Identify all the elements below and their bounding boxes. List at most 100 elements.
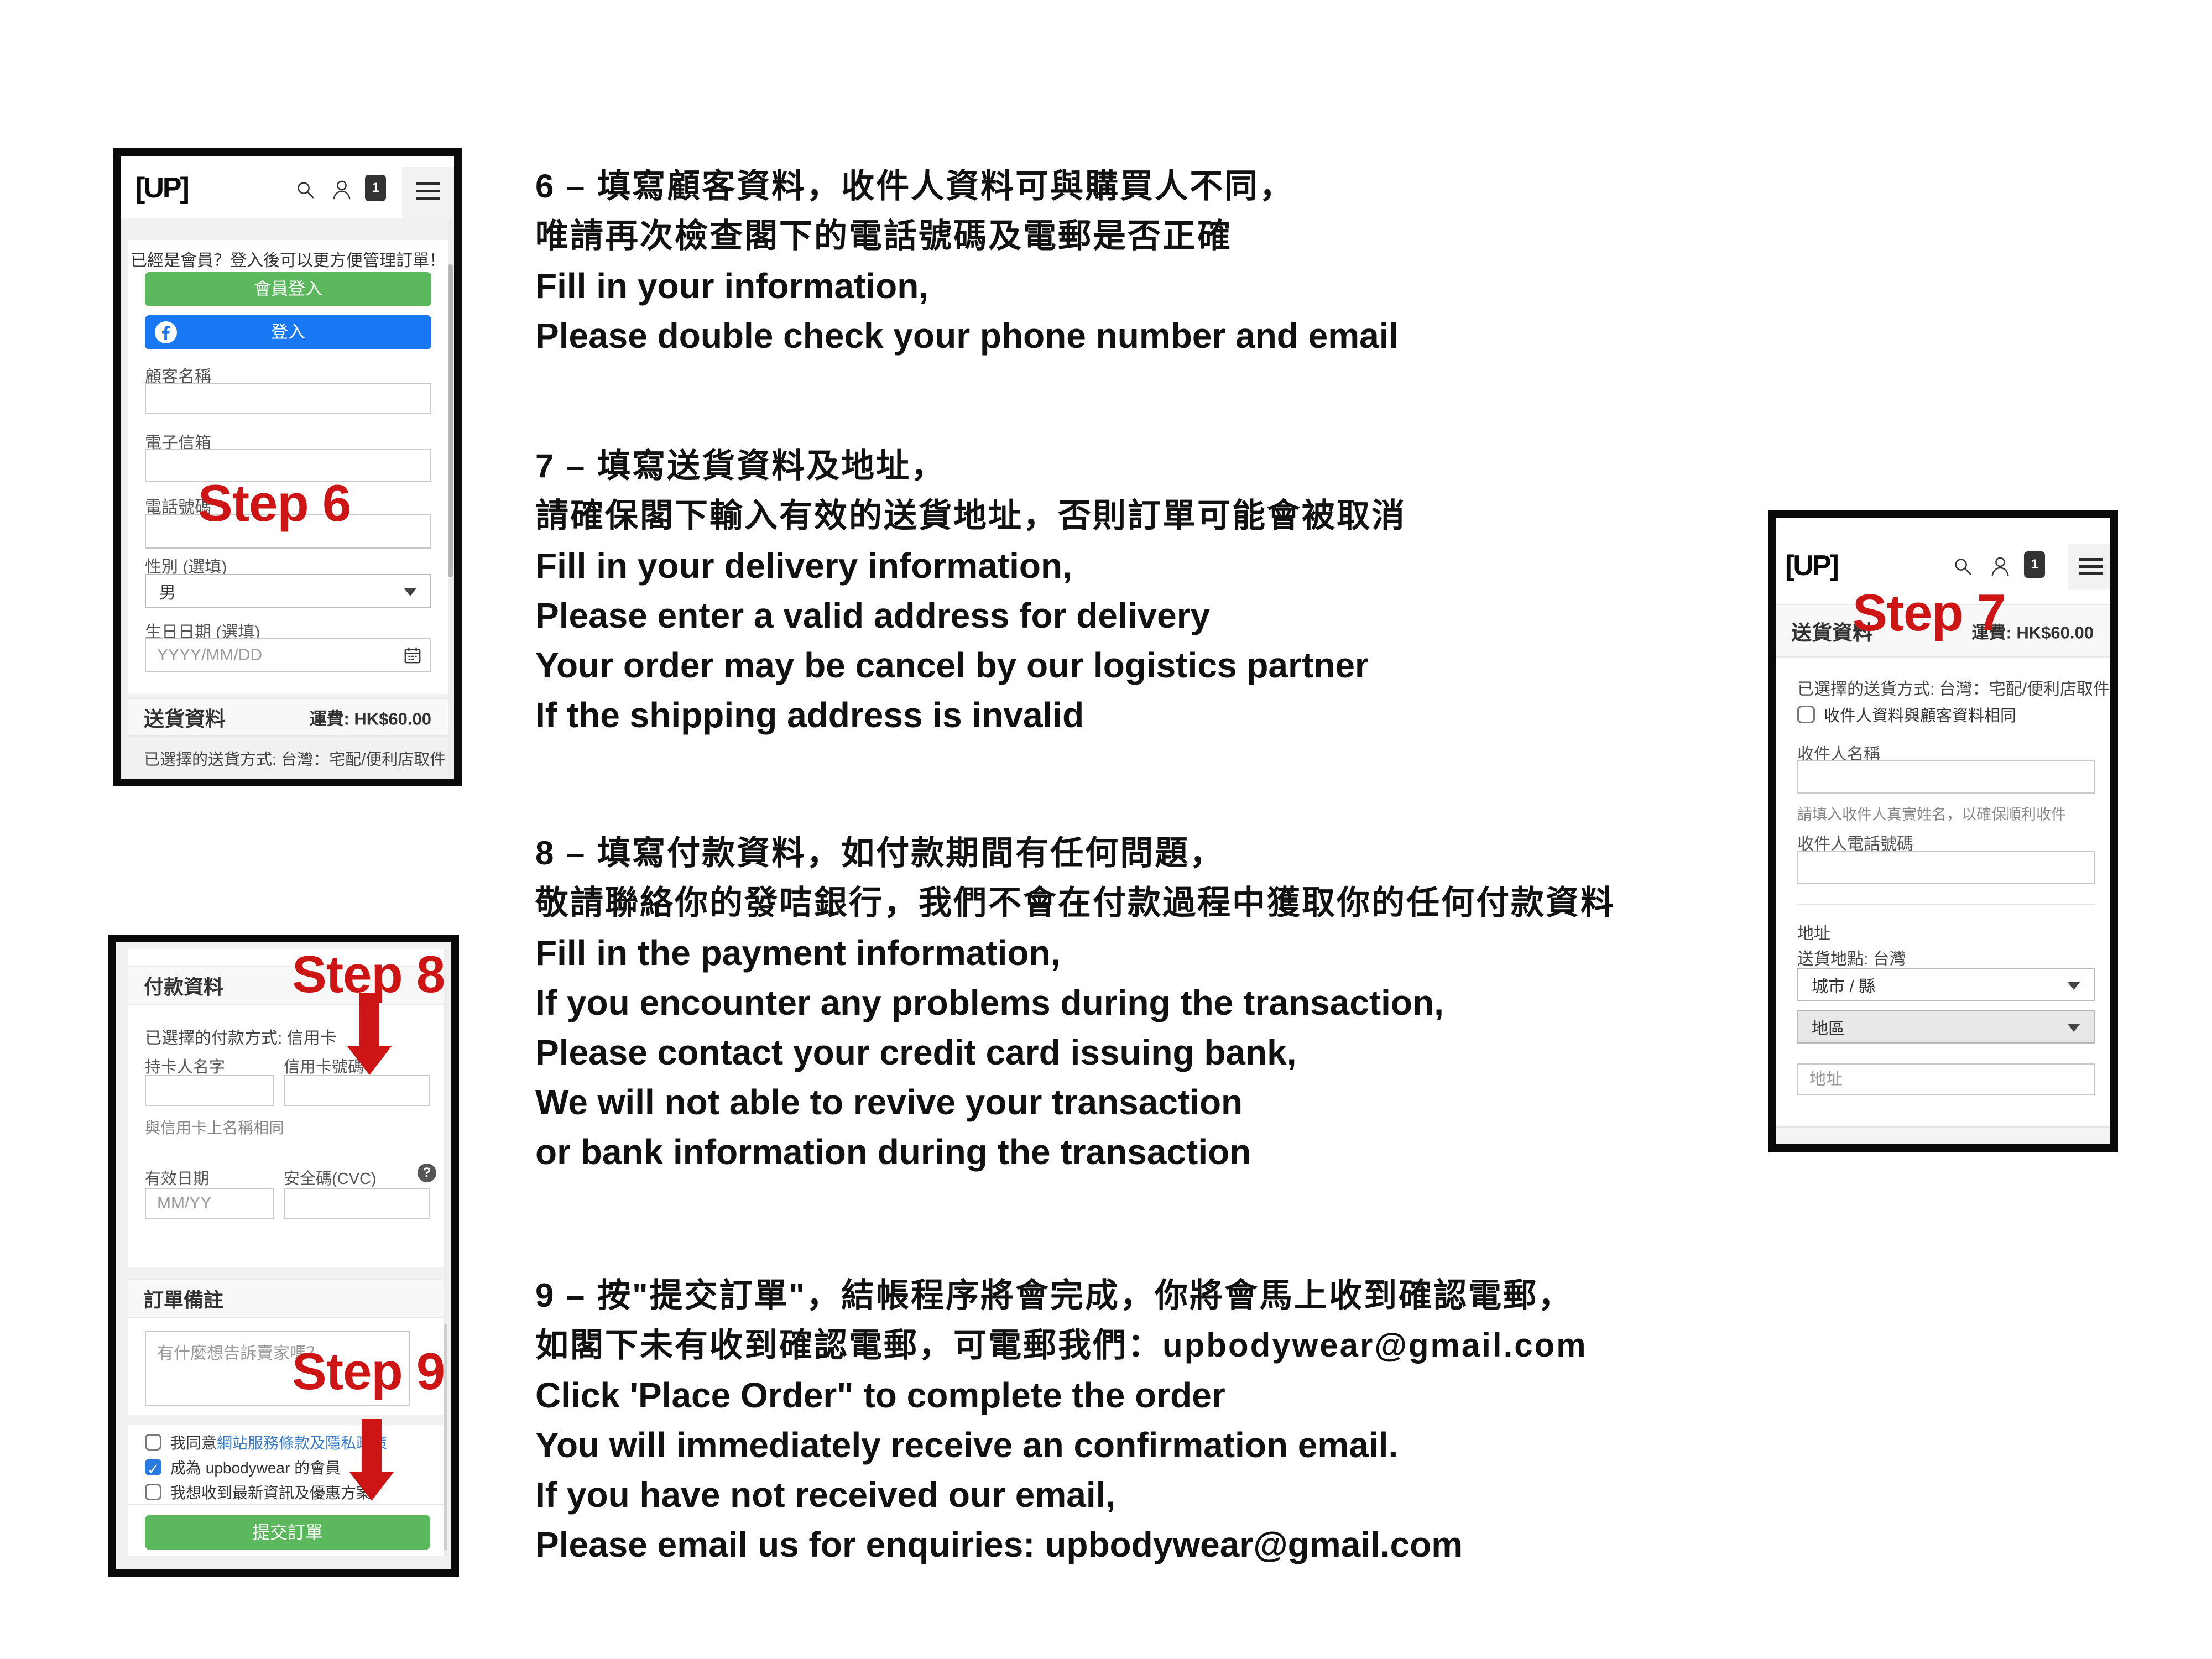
menu-icon[interactable] xyxy=(2079,558,2103,580)
payment-title: 付款資料 xyxy=(144,975,224,998)
delivery-title: 送貨資料 xyxy=(1791,621,1873,644)
payment-section-header: 付款資料 xyxy=(128,966,446,1005)
order-notes-header: 訂單備註 xyxy=(128,1279,446,1318)
become-member-row[interactable]: 成為 upbodywear 的會員 xyxy=(145,1456,341,1478)
instruction-line: Please double check your phone number an… xyxy=(535,316,1399,356)
instruction-line: If you encounter any problems during the… xyxy=(535,983,1444,1022)
shipping-method-line: 已選擇的送貨方式: 台灣：宅配/便利店取件 xyxy=(1797,680,2110,698)
instruction-line: 唯請再次檢查閣下的電話號碼及電郵是否正確 xyxy=(535,217,1232,254)
cvc-input[interactable] xyxy=(284,1188,430,1219)
cvc-label: 安全碼(CVC) xyxy=(284,1170,377,1188)
card-name-input[interactable] xyxy=(145,1075,274,1106)
instruction-line: Click 'Place Order" to complete the orde… xyxy=(535,1375,1225,1415)
agree-prefix: 我同意 xyxy=(170,1434,217,1452)
gender-select[interactable]: 男 xyxy=(145,574,431,608)
expiry-input[interactable] xyxy=(145,1188,274,1219)
shipping-fee: 運費: HK$60.00 xyxy=(1971,623,2094,642)
up-logo[interactable]: [UP] xyxy=(135,172,190,204)
phone-screenshot-step6: [UP] 1 已經是會員？登入後可以更方便管理訂單！ 會員登入 登入 顧客名稱 … xyxy=(113,148,462,786)
chevron-down-icon xyxy=(2067,1024,2080,1032)
expiry-label: 有效日期 xyxy=(145,1170,210,1188)
site-header: [UP] 1 xyxy=(1776,518,2110,590)
email-input[interactable] xyxy=(145,449,431,482)
up-logo[interactable]: [UP] xyxy=(1785,550,1839,582)
site-header: [UP] 1 xyxy=(121,156,454,218)
instruction-line: Fill in your delivery information, xyxy=(535,546,1072,586)
same-as-customer-row[interactable]: 收件人資料與顧客資料相同 xyxy=(1797,703,2016,726)
facebook-icon xyxy=(155,321,177,343)
address-section-label: 地址 xyxy=(1797,925,1830,943)
search-icon[interactable] xyxy=(295,179,316,200)
cart-count-badge: 1 xyxy=(2031,557,2038,572)
place-order-button[interactable]: 提交訂單 xyxy=(145,1515,430,1550)
member-login-button[interactable]: 會員登入 xyxy=(145,272,431,306)
chevron-down-icon xyxy=(404,588,417,596)
menu-button-background xyxy=(402,167,454,218)
instruction-block-8: 8 – 填寫付款資料，如付款期間有任何問題， 敬請聯絡你的發咭銀行，我們不會在付… xyxy=(535,828,1615,1177)
cart-icon[interactable]: 1 xyxy=(2024,551,2045,578)
step9-arrow-down-icon xyxy=(349,1419,394,1501)
instruction-line: If you have not received our email, xyxy=(535,1475,1116,1515)
instruction-line: or bank information during the transacti… xyxy=(535,1132,1251,1172)
city-select[interactable]: 城市 / 縣 xyxy=(1797,968,2095,1001)
instruction-line: You will immediately receive an confirma… xyxy=(535,1425,1399,1465)
chevron-down-icon xyxy=(2067,982,2080,990)
phone-input[interactable] xyxy=(145,514,431,549)
cart-count-badge: 1 xyxy=(372,180,379,195)
login-prompt: 已經是會員？登入後可以更方便管理訂單！ xyxy=(131,252,446,270)
agree-terms-checkbox[interactable] xyxy=(145,1434,161,1451)
newsletter-checkbox[interactable] xyxy=(145,1484,161,1500)
shipping-method-line: 已選擇的送貨方式: 台灣：宅配/便利店取件 xyxy=(144,751,446,769)
payment-method-line: 已選擇的付款方式: 信用卡 xyxy=(145,1029,337,1047)
delivery-section-header: 送貨資料 運費: HK$60.00 xyxy=(1776,604,2110,658)
search-icon[interactable] xyxy=(1952,556,1973,577)
recipient-name-input[interactable] xyxy=(1797,760,2095,794)
date-picker-button[interactable] xyxy=(395,638,431,672)
step7-annotation: Step 7 xyxy=(1853,583,2006,641)
card-number-input[interactable] xyxy=(284,1075,430,1106)
instruction-block-7: 7 – 填寫送貨資料及地址， 請確保閣下輸入有效的送貨地址，否則訂單可能會被取消… xyxy=(535,441,1406,740)
become-member-checkbox[interactable] xyxy=(145,1459,161,1475)
district-select[interactable]: 地區 xyxy=(1797,1010,2095,1044)
customer-name-input[interactable] xyxy=(145,383,431,414)
phone-screenshot-step7: [UP] 1 送貨資料 運費: HK$60.00 已選擇的送貨方式: 台灣：宅配… xyxy=(1768,510,2118,1152)
instruction-line: We will not able to revive your transact… xyxy=(535,1082,1243,1122)
birthday-input[interactable] xyxy=(145,638,396,672)
divider xyxy=(128,1504,446,1505)
newsletter-row[interactable]: 我想收到最新資訊及優惠方案 xyxy=(145,1481,372,1503)
instruction-line: Fill in the payment information, xyxy=(535,933,1061,973)
user-icon[interactable] xyxy=(331,179,352,200)
destination-line: 送貨地點: 台灣 xyxy=(1797,950,1906,968)
scrollbar-thumb[interactable] xyxy=(448,264,453,577)
instruction-line: 7 – 填寫送貨資料及地址， xyxy=(535,447,946,484)
instruction-line: Please contact your credit card issuing … xyxy=(535,1032,1297,1072)
instruction-line: 如閣下未有收到確認電郵，可電郵我們：upbodywear@gmail.com xyxy=(535,1327,1588,1364)
agree-terms-row[interactable]: 我同意網站服務條款及隱私政策 xyxy=(145,1431,387,1453)
instruction-line: 9 – 按"提交訂單"，結帳程序將會完成，你將會馬上收到確認電郵， xyxy=(535,1277,1573,1314)
instruction-line: 6 – 填寫顧客資料，收件人資料可與購買人不同， xyxy=(535,168,1295,205)
recipient-phone-label: 收件人電話號碼 xyxy=(1797,835,1913,853)
phone-screenshot-step8-9: 付款資料 已選擇的付款方式: 信用卡 持卡人名字 信用卡號碼 與信用卡上名稱相同… xyxy=(108,935,459,1577)
same-as-customer-checkbox[interactable] xyxy=(1797,706,1815,723)
scrollbar-thumb[interactable] xyxy=(444,1324,447,1551)
cart-icon[interactable]: 1 xyxy=(365,175,386,201)
gender-label: 性別 (選填) xyxy=(145,558,227,576)
user-icon[interactable] xyxy=(1990,556,2011,577)
terms-privacy-link[interactable]: 網站服務條款及隱私政策 xyxy=(217,1434,388,1452)
facebook-login-button[interactable]: 登入 xyxy=(145,315,431,349)
page-footer-strip xyxy=(1776,1126,2110,1144)
instruction-line: 8 – 填寫付款資料，如付款期間有任何問題， xyxy=(535,834,1225,872)
recipient-phone-input[interactable] xyxy=(1797,851,2095,884)
instruction-block-6: 6 – 填寫顧客資料，收件人資料可與購買人不同， 唯請再次檢查閣下的電話號碼及電… xyxy=(535,161,1399,361)
step9-annotation: Step 9 xyxy=(292,1342,445,1400)
help-icon[interactable]: ? xyxy=(418,1164,436,1182)
instruction-line: If the shipping address is invalid xyxy=(535,695,1084,735)
shipping-section-header: 送貨資料 運費: HK$60.00 xyxy=(128,698,448,737)
step6-annotation: Step 6 xyxy=(198,474,351,532)
menu-icon[interactable] xyxy=(416,182,440,204)
instruction-line: 請確保閣下輸入有效的送貨地址，否則訂單可能會被取消 xyxy=(535,497,1406,534)
order-notes-textarea[interactable] xyxy=(145,1331,410,1406)
divider xyxy=(1797,904,2095,905)
address-input[interactable] xyxy=(1797,1063,2095,1095)
